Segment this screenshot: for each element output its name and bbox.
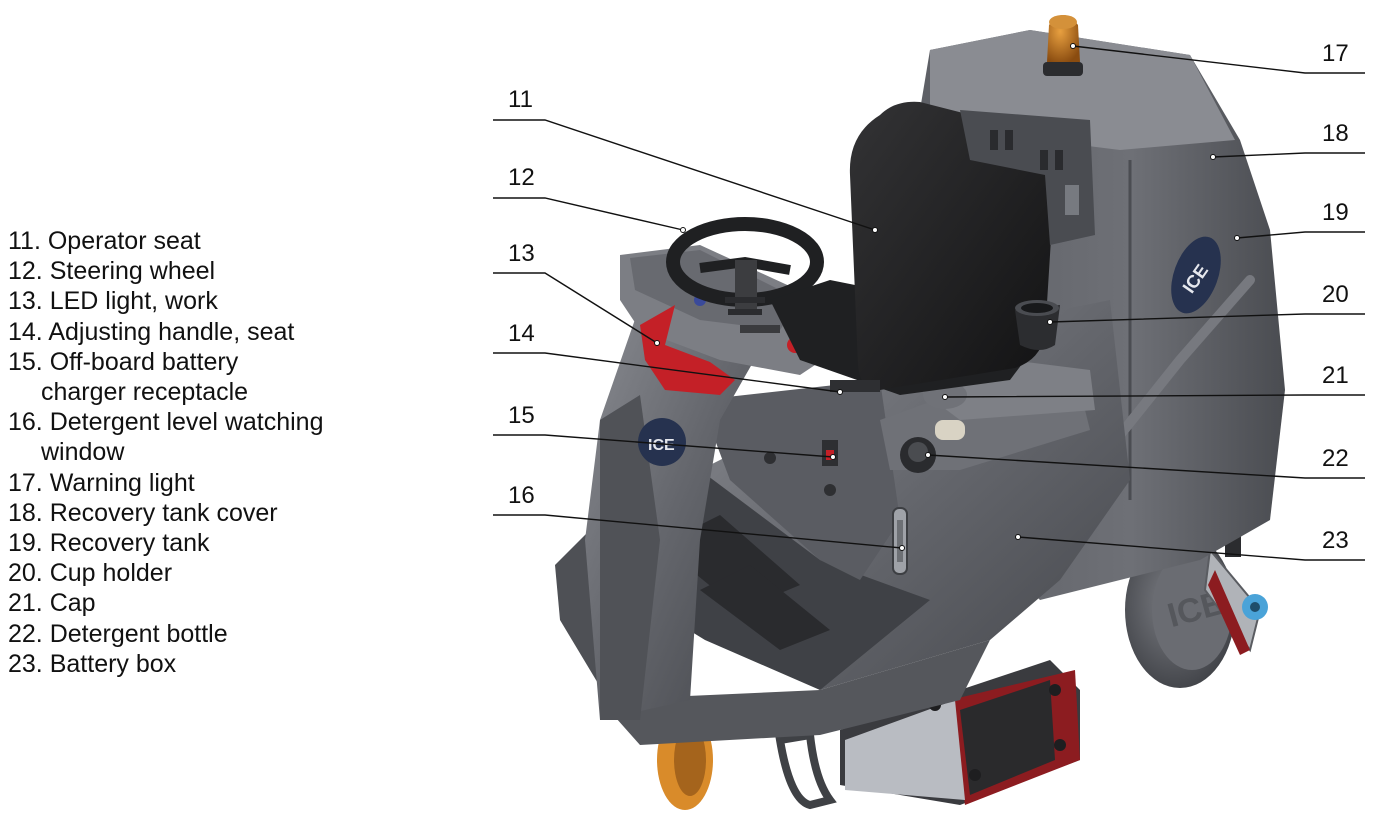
warning-light [1043,15,1083,76]
legend-item: 19. Recovery tank [8,529,210,558]
svg-text:ICE: ICE [648,437,675,454]
callout-20: 20 [1322,281,1349,308]
callout-22: 22 [1322,445,1349,472]
leader-line-20 [1049,313,1365,323]
leader-line-17 [1072,45,1365,74]
leader-line-18 [1212,152,1365,158]
leader-line-11 [493,119,876,231]
leader-line-21 [944,394,1365,398]
legend-item: 12. Steering wheel [8,257,216,286]
callout-19: 19 [1322,199,1349,226]
parts-legend: 11. Operator seat 12. Steering wheel 13.… [8,226,418,679]
legend-item: 11. Operator seat [8,227,201,255]
leader-line-19 [1236,231,1365,239]
callout-18: 18 [1322,120,1349,147]
leader-lines [493,45,1365,561]
legend-item: 13. LED light, work [8,287,218,316]
leader-line-23 [1017,536,1365,561]
callout-17: 17 [1322,40,1349,67]
side-squeegee [1203,535,1268,655]
callout-15: 15 [508,402,535,429]
leader-line-14 [493,352,841,393]
leader-line-15 [493,434,834,458]
steering-wheel [666,217,824,315]
leader-line-13 [493,272,658,344]
legend-item: 22. Detergent bottle [8,619,228,648]
callout-12: 12 [508,164,535,191]
leader-line-12 [493,197,684,231]
callout-14: 14 [508,320,535,347]
legend-item: 17. Warning light [8,468,195,497]
callout-11: 11 [508,86,533,113]
legend-item: 21. Cap [8,589,96,618]
legend-item: 23. Battery box [8,649,177,678]
legend-item: 18. Recovery tank cover [8,498,278,527]
callout-21: 21 [1322,362,1349,389]
operator-seat [770,101,1056,395]
cup-holder [1015,300,1060,350]
leader-dots [654,43,1240,551]
callout-13: 13 [508,240,535,267]
leader-line-22 [927,454,1365,479]
legend-item: 20. Cup holder [8,559,173,588]
callout-16: 16 [508,482,535,509]
leader-line-16 [493,514,903,549]
rear-panel [960,110,1095,245]
scrub-deck [840,660,1080,805]
tank-logo: ICE [1171,236,1221,314]
legend-item: 14. Adjusting handle, seat [8,317,295,346]
callout-23: 23 [1322,527,1349,554]
